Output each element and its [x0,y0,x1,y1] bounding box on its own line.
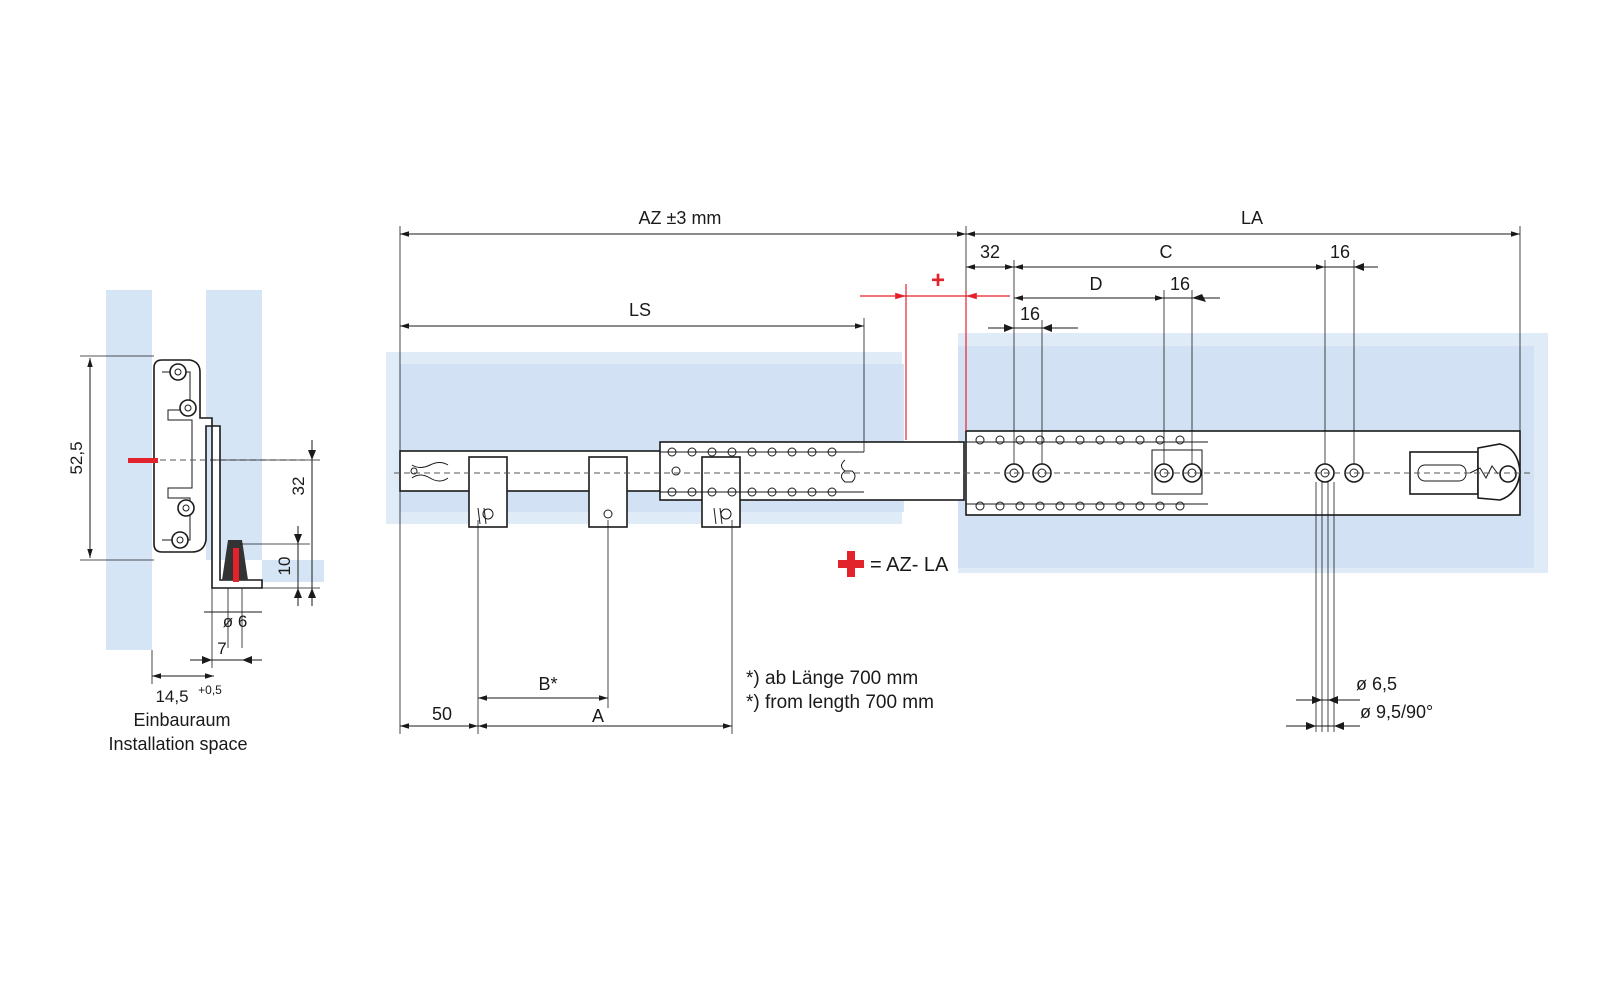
caption-installation-space-de: Einbauraum [133,710,230,730]
dim-az: AZ ±3 mm [639,208,722,228]
note-length-en: *) from length 700 mm [746,692,934,713]
legend-plus-icon-v [847,551,855,577]
ball-bearing [995,435,1005,445]
ball-bearing [1115,501,1125,511]
dim-d: D [1090,274,1103,294]
ball-bearing [1015,501,1025,511]
dim-la: LA [1241,208,1263,228]
cross-section-view: 52,5 32 10 ø 6 7 14,5 +0,5 Einbauraum In… [67,290,324,754]
ball-bearing [787,487,797,497]
dim-hole-small: ø 6,5 [1356,674,1397,694]
ball-bearing [667,487,677,497]
ball-bearing [827,487,837,497]
ball-bearing [1075,501,1085,511]
plus-dimension-sign: + [931,267,945,294]
ball-bearing [1175,501,1185,511]
ball-bearing [687,447,697,457]
ball-bearing [1135,435,1145,445]
ball-bearing [995,501,1005,511]
ball-bearing [1035,501,1045,511]
dim-hole-countersink: ø 9,5/90° [1360,702,1433,722]
ball-bearing [767,487,777,497]
ball-bearing [827,447,837,457]
ball-bearing [687,487,697,497]
drawer-member-rail [399,450,665,528]
ball-bearing [1095,435,1105,445]
dim-width-tolerance: +0,5 [198,683,222,697]
ball-bearing [975,501,985,511]
dim-32-horizontal: 32 [980,242,1000,262]
ball-bearing [975,435,985,445]
dim-a: A [592,706,604,726]
ball-bearing [767,447,777,457]
ball-bearing [1035,435,1045,445]
ball-bearing [1175,435,1185,445]
dim-b: B* [538,674,557,694]
ball-bearing [727,447,737,457]
dim-50: 50 [432,704,452,724]
ball-bearing [1155,501,1165,511]
note-length-de: *) ab Länge 700 mm [746,668,918,689]
ball-cage-left [667,447,837,497]
ball-bearing [1055,435,1065,445]
ball-bearing [1135,501,1145,511]
ball-bearing [787,447,797,457]
dim-16-right: 16 [1330,242,1350,262]
center-red-marker [128,458,158,463]
ball-bearing [727,487,737,497]
ball-bearing [1095,501,1105,511]
slide-elevation-view: AZ ±3 mm LA 32 C 16 D 16 16 LS [386,208,1548,734]
ball-bearing [1055,501,1065,511]
ball-cage-right [975,435,1185,511]
rail-profile [153,359,263,589]
ball-bearing [707,447,717,457]
dim-16-left: 16 [1020,304,1040,324]
ball-bearing [667,447,677,457]
intermediate-rail [659,441,965,528]
ball-bearing [1075,435,1085,445]
dim-32-vertical: 32 [289,477,308,496]
ball-bearing [747,487,757,497]
ball-bearing [707,487,717,497]
legend-plus: = AZ- LA [838,551,949,577]
legend-plus-text: = AZ- LA [870,554,949,576]
dim-pin-diameter: ø 6 [223,612,248,631]
dim-ls: LS [629,300,651,320]
dim-pin-offset: 7 [217,639,226,658]
dim-c: C [1160,242,1173,262]
dim-16-mid: 16 [1170,274,1190,294]
ball-bearing [747,447,757,457]
ball-bearing [807,447,817,457]
dim-width: 14,5 [155,687,188,706]
ball-bearing [807,487,817,497]
dim-52-5: 52,5 [67,441,86,474]
caption-installation-space-en: Installation space [108,734,247,754]
cabinet-wall-zone [106,290,152,650]
ball-bearing [1115,435,1125,445]
ball-bearing [1015,435,1025,445]
pin-red-marker [233,548,239,582]
drawer-bottom-zone [262,560,324,582]
dim-10-vertical: 10 [275,557,294,576]
